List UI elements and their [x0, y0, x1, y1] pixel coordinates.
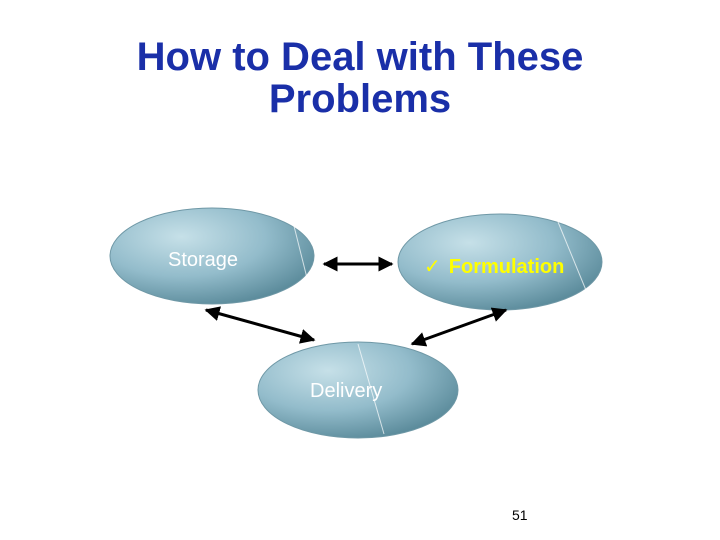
slide-title: How to Deal with These Problems: [0, 36, 720, 120]
storage-label: Storage: [168, 249, 239, 271]
checkmark-icon: ✓: [424, 256, 441, 278]
storage-node-edge: [291, 217, 311, 291]
arrow-formulation-delivery: [410, 307, 508, 347]
title-line-2: Problems: [268, 77, 452, 121]
delivery-label: Delivery: [310, 380, 383, 402]
delivery-node: [257, 341, 459, 439]
formulation-label-group: ✓ Formulation: [424, 255, 564, 279]
formulation-node-edge: [557, 221, 591, 301]
title-line-1: How to Deal with These: [136, 35, 584, 79]
delivery-node-edge: [357, 343, 385, 435]
page-number: 51: [512, 507, 528, 523]
formulation-label: Formulation: [448, 256, 565, 278]
arrow-storage-delivery: [204, 306, 316, 344]
storage-node: [109, 207, 315, 305]
